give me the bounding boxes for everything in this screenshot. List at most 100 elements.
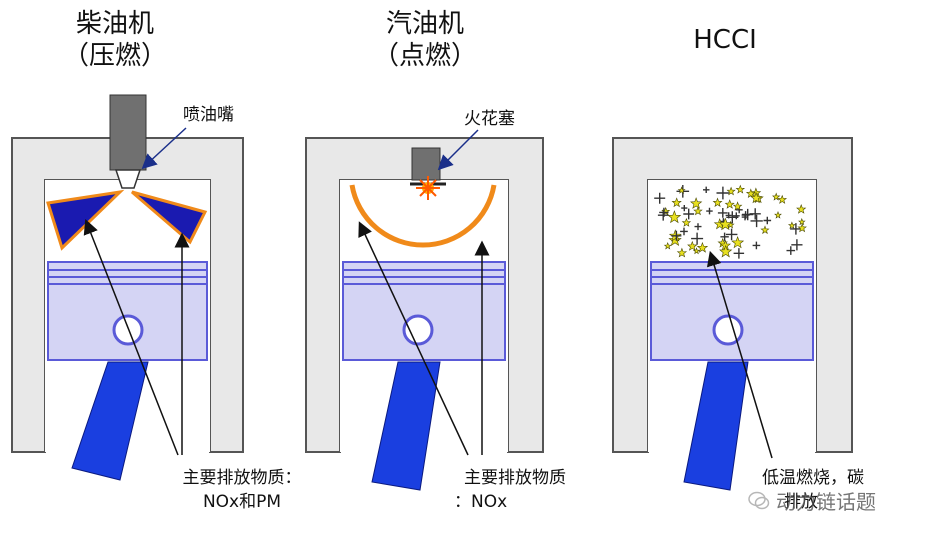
combustion-star [797, 223, 807, 233]
combustion-star [663, 242, 672, 250]
spark-plug-pointer [437, 129, 479, 171]
combustion-star [760, 225, 770, 235]
combustion-star [718, 217, 733, 231]
diesel-spray-right [131, 190, 208, 245]
panel-title-gasoline-line1: 汽油机 [385, 9, 464, 39]
gasoline-piston-rings [342, 261, 506, 285]
combustion-star [667, 210, 682, 224]
combustion-spark [786, 246, 796, 255]
combustion-spark [790, 223, 802, 235]
combustion-star [668, 233, 682, 247]
panel-title-diesel-line1: 柴油机 [75, 9, 154, 39]
diesel-connecting-rod [71, 361, 149, 481]
combustion-spark [733, 248, 745, 259]
combustion-star [689, 197, 703, 209]
injector-nozzle [114, 169, 142, 189]
combustion-spark [683, 208, 695, 220]
panel-title-diesel: 柴油机 （压燃） [55, 8, 175, 72]
combustion-star [696, 241, 709, 253]
hcci-engine [612, 137, 853, 491]
panel-title-gasoline-line2: （点燃） [372, 41, 477, 71]
combustion-star [677, 186, 686, 194]
hcci-arrow [706, 250, 773, 459]
combustion-spark [706, 207, 713, 215]
combustion-spark [691, 232, 704, 245]
gasoline-connecting-rod [371, 361, 441, 491]
combustion-spark [703, 186, 710, 193]
combustion-star [745, 188, 756, 199]
combustion-spark [749, 208, 761, 220]
combustion-spark [671, 230, 682, 241]
combustion-spark [763, 216, 772, 225]
gasoline-engine [305, 129, 544, 491]
combustion-star [731, 236, 745, 249]
diesel-piston-pin [112, 314, 144, 346]
gasoline-arrow-left [358, 221, 469, 456]
gasoline-caption-line1: 主要排放物质 [464, 468, 566, 488]
combustion-star [772, 192, 781, 201]
combustion-spark [680, 227, 688, 236]
combustion-star [693, 206, 703, 216]
combustion-spark [725, 228, 738, 241]
combustion-star [676, 247, 688, 258]
hcci-caption: 低温燃烧，碳 排放 [762, 466, 890, 514]
diesel-arrow-left [83, 219, 179, 456]
combustion-star [787, 221, 796, 229]
combustion-star [732, 201, 743, 211]
gasoline-caption: 主要排放物质 ：NOx [450, 466, 580, 514]
panel-title-hcci: HCCI [665, 24, 785, 56]
combustion-spark [732, 212, 740, 220]
watermark-text: 动力链话题 [776, 490, 876, 514]
combustion-spark [720, 232, 729, 241]
spark-plug-icon [411, 147, 441, 181]
combustion-star [661, 206, 671, 216]
combustion-spark [717, 208, 728, 218]
hcci-connecting-rod [683, 361, 749, 491]
injector-icon [109, 94, 147, 171]
hcci-piston-rings [650, 261, 814, 285]
combustion-star [798, 217, 806, 226]
diesel-engine [11, 94, 244, 481]
hcci-caption-line2: 排放 [784, 492, 818, 512]
combustion-star [687, 240, 698, 251]
combustion-spark [741, 213, 749, 221]
combustion-star [735, 184, 746, 194]
diesel-caption-line2: NOx和PM [202, 492, 282, 512]
combustion-star [692, 247, 701, 255]
combustion-spark [654, 192, 666, 204]
combustion-star [681, 217, 692, 227]
panel-title-hcci-line1: HCCI [693, 25, 757, 55]
combustion-spark [681, 205, 688, 212]
combustion-spark [694, 223, 702, 231]
spark-icon [416, 176, 440, 200]
combustion-star [796, 204, 807, 214]
panel-title-diesel-line2: （压燃） [62, 41, 167, 71]
combustion-star [724, 199, 735, 209]
combustion-star [774, 211, 782, 219]
panel-title-gasoline: 汽油机 （点燃） [365, 8, 485, 72]
hcci-piston-pin [712, 314, 744, 346]
combustion-star [726, 186, 736, 196]
hcci-caption-line1: 低温燃烧，碳 [762, 468, 864, 488]
gasoline-caption-line2: ：NOx [454, 492, 508, 512]
injector-pointer [141, 127, 187, 170]
hcci-combustion-sites [654, 184, 807, 259]
combustion-star [750, 191, 763, 204]
combustion-spark [659, 207, 669, 217]
combustion-star [712, 197, 723, 208]
combustion-spark [791, 239, 803, 251]
gasoline-flame-front [349, 184, 497, 248]
combustion-star [719, 244, 733, 258]
combustion-spark [750, 214, 763, 228]
combustion-spark [716, 186, 730, 200]
diesel-caption: 主要排放物质： NOx和PM [172, 466, 312, 514]
combustion-spark [726, 211, 739, 224]
diesel-caption-line1: 主要排放物质： [182, 468, 302, 488]
spark-plug-label: 火花塞 [464, 109, 515, 129]
wechat-icon [748, 491, 770, 510]
diesel-piston-rings [47, 261, 208, 285]
combustion-star [671, 197, 682, 208]
combustion-spark [752, 241, 761, 250]
injector-label: 喷油嘴 [183, 105, 234, 125]
